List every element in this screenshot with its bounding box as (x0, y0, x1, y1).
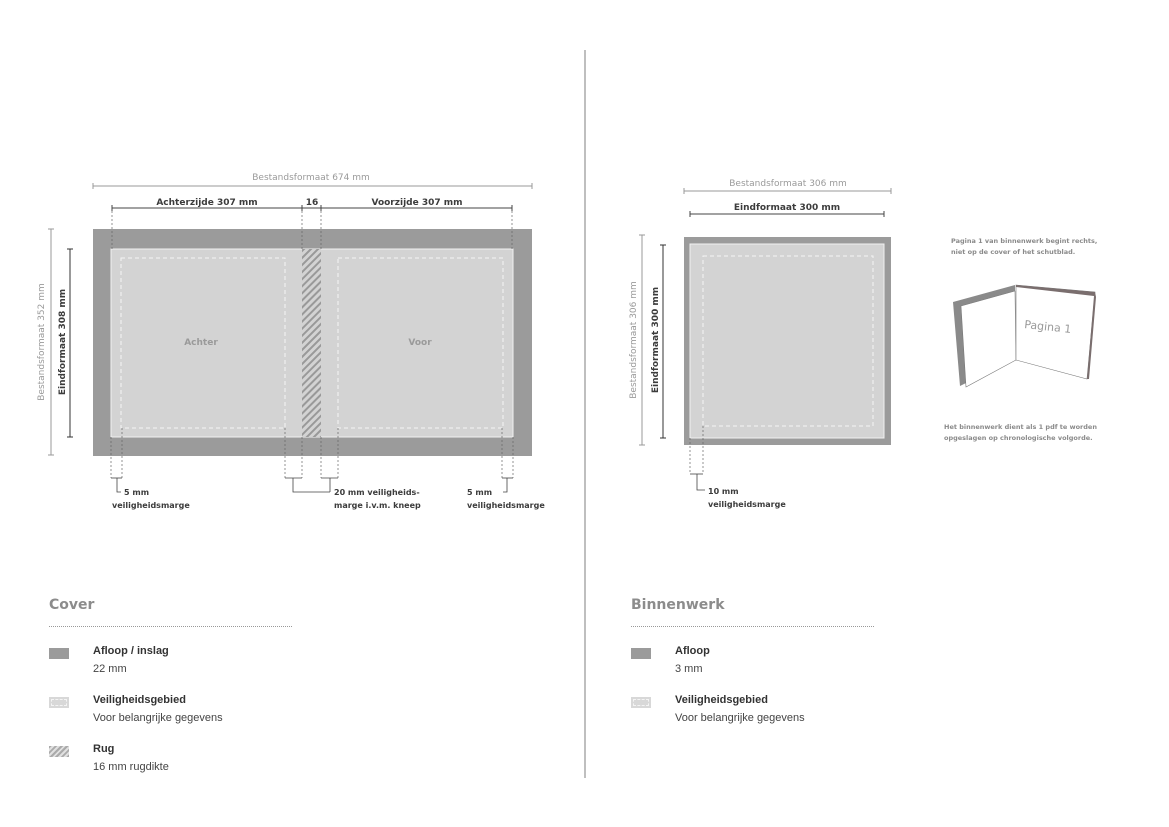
bleed-swatch-icon (631, 648, 651, 659)
legend-item-sub: Voor belangrijke gegevens (675, 712, 805, 724)
note-bottom-line2: opgeslagen op chronologische volgorde. (944, 434, 1093, 442)
front-safe-area (337, 257, 504, 429)
bleed-swatch-icon (49, 648, 69, 659)
legend-item-label: Veiligheidsgebied (93, 694, 186, 706)
legend-inner: Binnenwerk Afloop 3 mm Veiligheidsgebied… (631, 597, 891, 743)
front-label: Voor (408, 338, 432, 348)
legend-item-sub: 3 mm (675, 663, 703, 675)
book-page-label: Pagina 1 (1024, 318, 1072, 336)
inner-file-height: Bestandsformaat 306 mm (629, 281, 639, 399)
legend-item-sub: 22 mm (93, 663, 127, 675)
back-label: Achter (184, 338, 218, 348)
inner-margin-value: 10 mm (708, 487, 739, 496)
right-margin-value: 5 mm (467, 488, 492, 497)
spine-margin-value: 20 mm veiligheids- (334, 488, 420, 497)
legend-item-label: Rug (93, 743, 115, 755)
legend-item-label: Veiligheidsgebied (675, 694, 768, 706)
legend-item-sub: Voor belangrijke gegevens (93, 712, 223, 724)
legend-item: Veiligheidsgebied Voor belangrijke gegev… (49, 694, 309, 743)
front-width: Voorzijde 307 mm (371, 198, 462, 208)
note-bottom-line1: Het binnenwerk dient als 1 pdf te worden (944, 423, 1097, 431)
inner-margin-label: veiligheidsmarge (708, 500, 786, 509)
legend-item-sub: 16 mm rugdikte (93, 761, 169, 773)
cover-file-height: Bestandsformaat 352 mm (37, 283, 47, 401)
legend-item: Veiligheidsgebied Voor belangrijke gegev… (631, 694, 891, 743)
legend-item: Afloop 3 mm (631, 645, 891, 694)
inner-file-width: Bestandsformaat 306 mm (729, 179, 847, 189)
spine-margin-label: marge i.v.m. kneep (334, 501, 421, 510)
spine-swatch-icon (49, 746, 69, 757)
note-top-line1: Pagina 1 van binnenwerk begint rechts, (951, 237, 1097, 245)
left-margin-value: 5 mm (124, 488, 149, 497)
legend-cover-title: Cover (49, 597, 95, 613)
cover-diagram: Achter Voor Bestandsformaat 674 mm Achte… (37, 173, 545, 510)
left-margin-label: veiligheidsmarge (112, 501, 190, 510)
inner-safe-area (702, 255, 874, 427)
inner-diagram: Bestandsformaat 306 mm Eindformaat 300 m… (629, 179, 1097, 509)
legend-item-label: Afloop / inslag (93, 645, 169, 657)
legend-item: Afloop / inslag 22 mm (49, 645, 309, 694)
legend-item-label: Afloop (675, 645, 710, 657)
cover-file-width: Bestandsformaat 674 mm (252, 173, 370, 183)
right-margin-label: veiligheidsmarge (467, 501, 545, 510)
spine-width: 16 (306, 198, 319, 208)
legend-cover: Cover Afloop / inslag 22 mm Veiligheidsg… (49, 597, 309, 792)
cover-final-height: Eindformaat 308 mm (58, 289, 68, 395)
note-top-line2: niet op de cover of het schutblad. (951, 248, 1075, 256)
safe-area-swatch-icon (49, 697, 69, 708)
inner-trim-area (689, 243, 885, 439)
inner-final-height: Eindformaat 300 mm (651, 287, 661, 393)
inner-final-width: Eindformaat 300 mm (734, 203, 840, 213)
cover-spine (302, 249, 321, 437)
back-width: Achterzijde 307 mm (156, 198, 257, 208)
open-book-illustration: Pagina 1 (953, 284, 1096, 388)
divider (631, 626, 874, 627)
legend-item: Rug 16 mm rugdikte (49, 743, 309, 792)
divider (49, 626, 292, 627)
back-safe-area (120, 257, 286, 429)
legend-inner-title: Binnenwerk (631, 597, 725, 613)
safe-area-swatch-icon (631, 697, 651, 708)
